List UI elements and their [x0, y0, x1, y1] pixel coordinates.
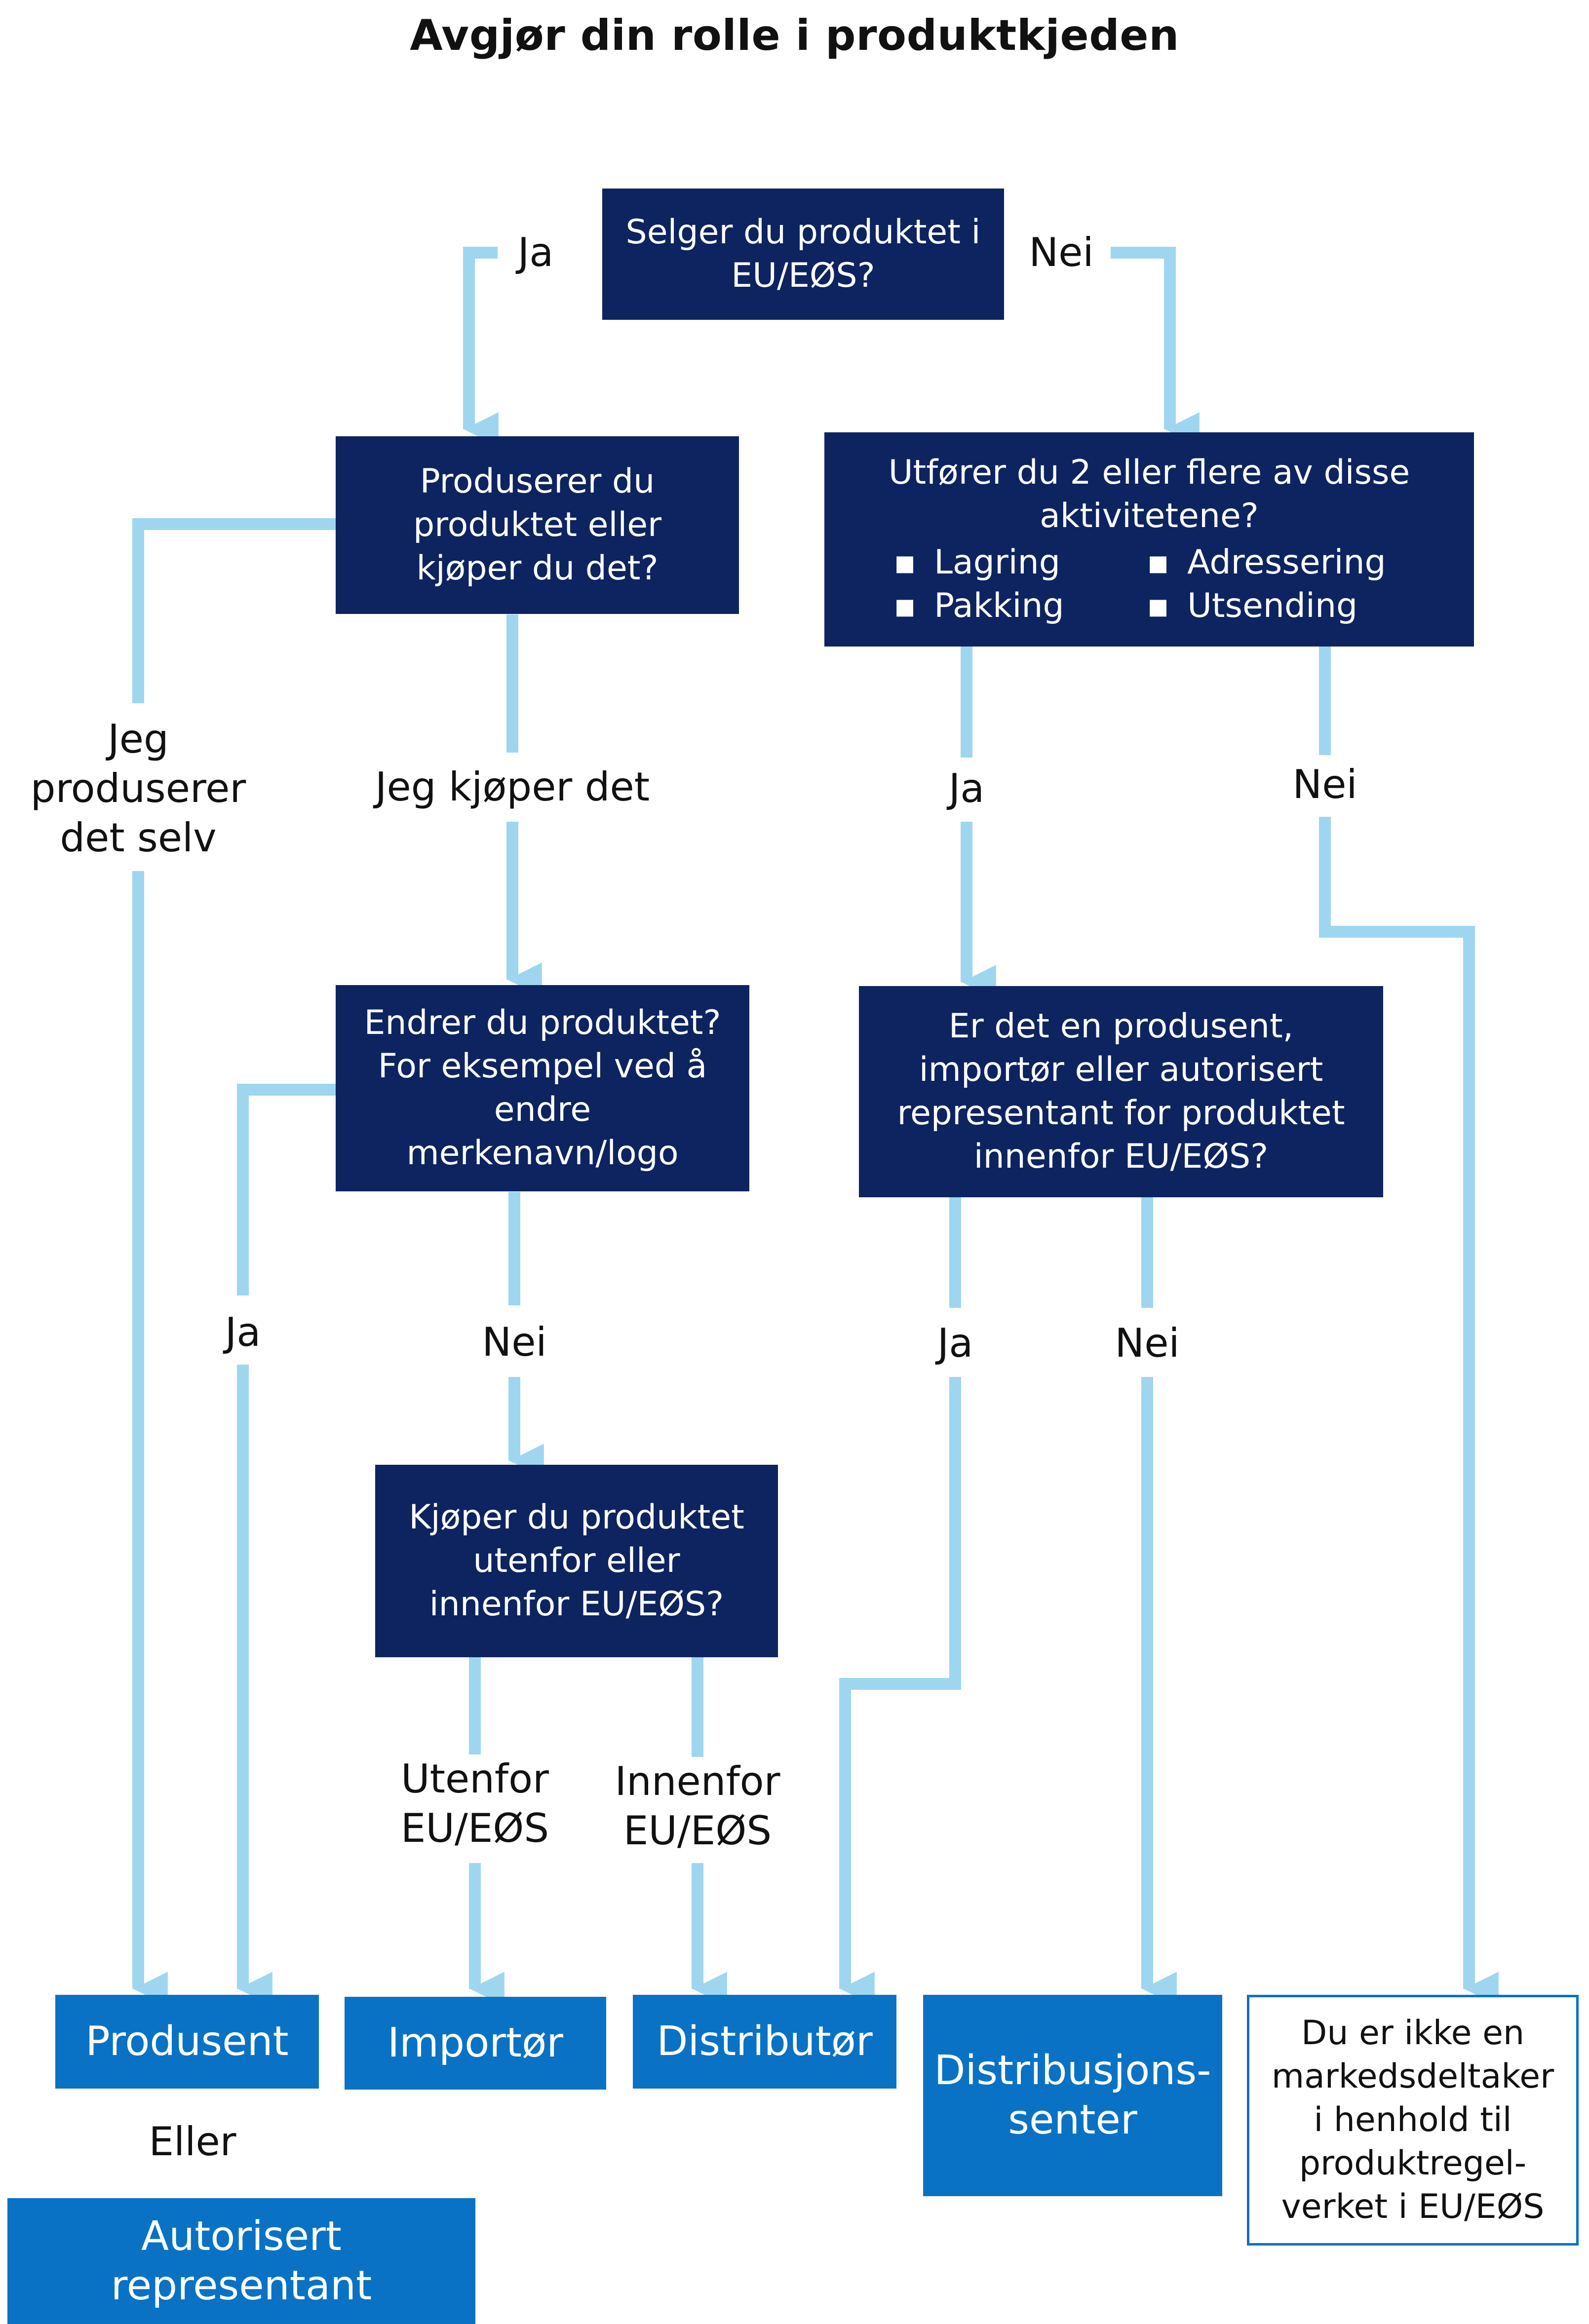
role-distributor: Distributør: [633, 1995, 896, 2089]
outcome-not-market-participant: Du er ikke en markedsdeltaker i henhold …: [1247, 1995, 1579, 2246]
edge-label-q4-ja: Ja: [225, 1309, 261, 1355]
question-modify-product-text: Endrer du produktet? For eksempel ved å …: [364, 1003, 721, 1173]
activity-item: Adressering: [1147, 541, 1400, 584]
question-buy-location: Kjøper du produktet utenfor eller innenf…: [375, 1465, 778, 1657]
role-distributor-label: Distributør: [657, 2018, 873, 2065]
role-produsent: Produsent: [55, 1995, 319, 2089]
question-produce-or-buy: Produserer du produktet eller kjøper du …: [336, 436, 739, 614]
question-activities: Utfører du 2 eller flere av disse aktivi…: [824, 432, 1474, 647]
edge-label-q6-utenfor: Utenfor EU/EØS: [400, 1756, 549, 1851]
activity-item: Utsending: [1147, 584, 1400, 628]
edge-label-q2-selv: Jeg produserer det selv: [30, 716, 246, 861]
activity-item: Pakking: [893, 584, 1147, 628]
question-modify-product: Endrer du produktet? For eksempel ved å …: [336, 985, 749, 1191]
connector-q3-nei-b: [1319, 817, 1499, 2006]
role-importor-label: Importør: [387, 2019, 564, 2066]
edge-label-q2-kjoper: Jeg kjøper det: [375, 764, 650, 810]
question-eea-actor-exists-text: Er det en produsent, importør eller auto…: [897, 1007, 1345, 1176]
role-distribusjonssenter-label: Distribusjons-senter: [934, 2047, 1211, 2143]
outcome-not-market-participant-text: Du er ikke en markedsdeltaker i henhold …: [1271, 2014, 1554, 2226]
connector-q1-nei: [1111, 247, 1200, 447]
role-distribusjonssenter: Distribusjons-senter: [923, 1995, 1222, 2196]
connector-q5-ja-b: [839, 1377, 961, 2006]
question-sell-in-eea: Selger du produktet i EU/EØS?: [602, 189, 1004, 320]
edge-label-q4-nei: Nei: [482, 1319, 547, 1365]
activity-item: Lagring: [893, 541, 1147, 584]
question-produce-or-buy-text: Produserer du produktet eller kjøper du …: [413, 462, 662, 588]
question-sell-in-eea-text: Selger du produktet i EU/EØS?: [625, 213, 981, 295]
edge-label-q1-nei: Nei: [1029, 229, 1094, 275]
or-label: Eller: [149, 2119, 236, 2165]
question-eea-actor-exists: Er det en produsent, importør eller auto…: [859, 986, 1383, 1197]
edge-label-q6-innenfor: Innenfor EU/EØS: [615, 1758, 780, 1854]
connector-q4-ja-a: [237, 1084, 336, 1295]
edge-label-q3-ja: Ja: [948, 765, 985, 811]
diagram-title: Avgjør din rolle i produktkjeden: [410, 11, 1179, 60]
role-autorisert-representant: Autorisert representant: [7, 2198, 475, 2324]
edge-label-q5-ja: Ja: [937, 1320, 973, 1366]
role-produsent-label: Produsent: [85, 2018, 289, 2065]
role-autorisert-representant-label: Autorisert representant: [111, 2212, 372, 2309]
connector-q1-ja: [463, 247, 499, 447]
connector-q2-selv-a: [132, 518, 336, 703]
role-importor: Importør: [345, 1997, 606, 2090]
edge-label-q5-nei: Nei: [1115, 1320, 1180, 1366]
edge-label-q1-ja: Ja: [517, 229, 554, 275]
question-buy-location-text: Kjøper du produktet utenfor eller innenf…: [409, 1498, 744, 1624]
edge-label-q3-nei: Nei: [1292, 762, 1357, 807]
question-activities-text: Utfører du 2 eller flere av disse aktivi…: [888, 453, 1410, 535]
activity-list: Lagring Adressering Pakking Utsending: [839, 541, 1459, 628]
